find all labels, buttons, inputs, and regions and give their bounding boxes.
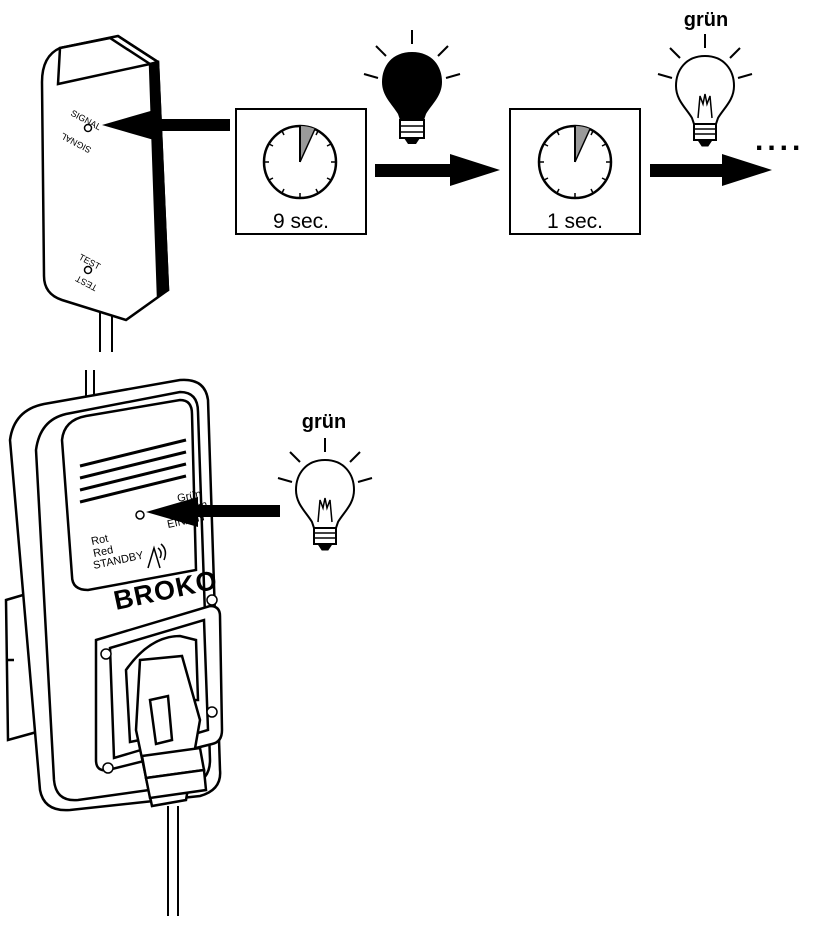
timer-box-2: 1 sec. — [509, 108, 641, 235]
arrow-right-icon — [650, 154, 772, 186]
continuation-ellipsis: .... — [755, 124, 804, 157]
timer-1-label: 9 sec. — [273, 210, 329, 233]
green-label-side: grün — [302, 411, 346, 433]
bulb-on-icon — [277, 438, 373, 551]
clock-icon — [262, 124, 338, 200]
antenna-icon — [147, 543, 167, 569]
red-de-label: Rot — [90, 533, 109, 548]
bulb-on-icon — [657, 34, 753, 147]
bulb-off-icon — [363, 30, 461, 144]
red-en-label: Red — [92, 544, 114, 560]
timer-box-1: 9 sec. — [235, 108, 367, 235]
green-label-top: grün — [684, 9, 728, 31]
arrow-left-icon — [102, 110, 230, 140]
vent-slots — [79, 438, 187, 504]
status-led-icon — [135, 510, 145, 520]
clock-icon — [537, 124, 613, 200]
arrow-right-icon — [375, 154, 500, 186]
sensor-device — [40, 34, 170, 352]
plug-icon — [134, 654, 208, 916]
screw-icon — [100, 594, 218, 774]
timer-2-label: 1 sec. — [547, 210, 603, 233]
arrow-left-icon — [146, 497, 280, 527]
